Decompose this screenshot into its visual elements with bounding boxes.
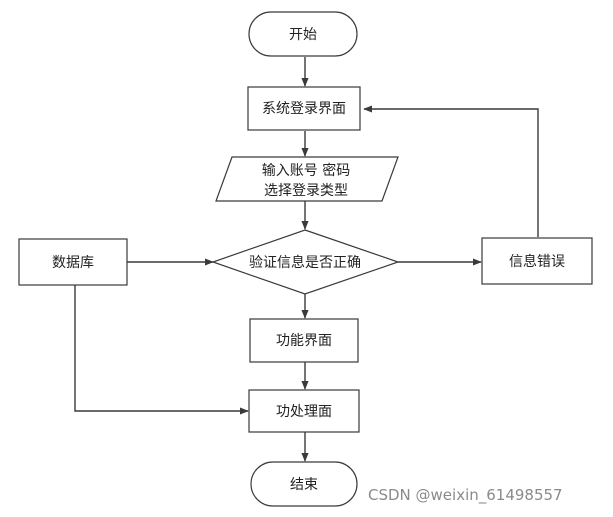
node-start-label: 开始 — [289, 27, 317, 43]
node-input-line1: 输入账号 密码 — [262, 162, 350, 179]
watermark-text: CSDN @weixin_61498557 — [368, 486, 563, 504]
node-end-label: 结束 — [290, 477, 318, 493]
node-database: 数据库 — [18, 238, 128, 286]
node-function-label: 功能界面 — [276, 333, 332, 349]
node-login: 系统登录界面 — [247, 86, 361, 131]
node-error-label: 信息错误 — [509, 253, 565, 270]
node-input: 输入账号 密码 选择登录类型 — [215, 156, 399, 202]
node-process-label: 功处理面 — [276, 404, 332, 420]
node-verify-label: 验证信息是否正确 — [249, 254, 361, 271]
node-function: 功能界面 — [249, 318, 359, 363]
node-database-label: 数据库 — [52, 255, 94, 271]
node-input-line2: 选择登录类型 — [264, 183, 348, 199]
node-start: 开始 — [248, 11, 358, 57]
node-error: 信息错误 — [481, 237, 593, 285]
node-login-label: 系统登录界面 — [262, 101, 346, 117]
node-end: 结束 — [250, 461, 358, 507]
edge-error-to-login — [363, 105, 539, 237]
edge-database-to-process — [74, 285, 249, 415]
node-process: 功处理面 — [248, 389, 360, 433]
node-verify: 验证信息是否正确 — [211, 229, 400, 295]
